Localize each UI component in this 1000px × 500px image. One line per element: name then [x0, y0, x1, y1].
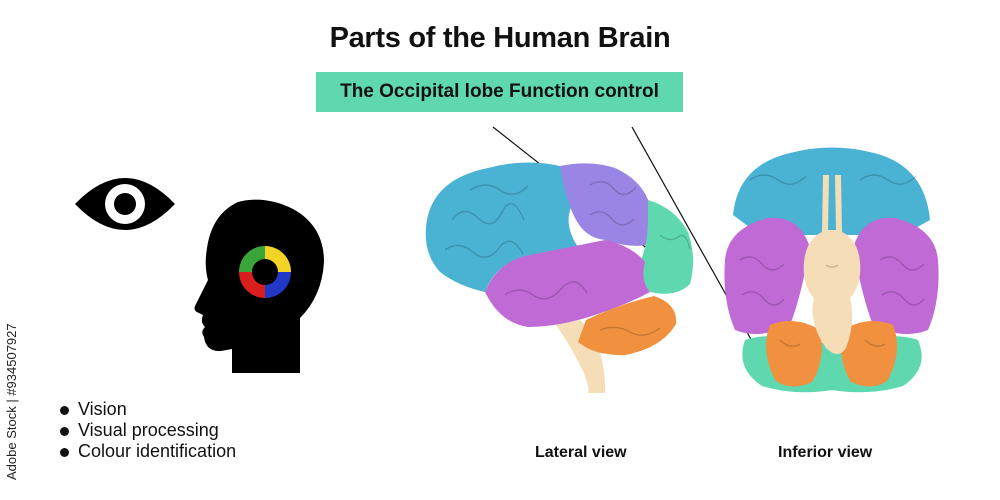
cerebellum-left-inferior [766, 321, 822, 387]
eye-icon [75, 178, 175, 230]
function-item: Visual processing [60, 420, 236, 441]
parietal-lobe-lateral [560, 163, 651, 246]
function-item: Colour identification [60, 441, 236, 462]
temporal-lobe-right-inferior [853, 217, 939, 334]
frontal-lobe-lateral [425, 162, 580, 292]
function-item: Vision [60, 399, 236, 420]
occipital-lobe-lateral [637, 200, 694, 294]
subtitle-banner: The Occipital lobe Function control [316, 72, 683, 112]
cerebellum-right-inferior [841, 321, 897, 387]
lateral-view-label: Lateral view [535, 444, 627, 461]
temporal-lobe-left-inferior [724, 217, 810, 334]
head-profile-icon [194, 199, 324, 373]
frontal-lobe-inferior [733, 147, 930, 235]
brain-lateral-view [425, 162, 694, 393]
temporal-lobe-lateral [485, 240, 650, 327]
brainstem-inferior [803, 175, 861, 354]
function-list: Vision Visual processing Colour identifi… [60, 399, 236, 462]
brain-inferior-view [724, 147, 939, 393]
cerebellum-lateral [578, 296, 677, 356]
page-title: Parts of the Human Brain [329, 22, 671, 54]
inferior-view-label: Inferior view [778, 444, 873, 461]
color-ring-icon [239, 246, 291, 298]
